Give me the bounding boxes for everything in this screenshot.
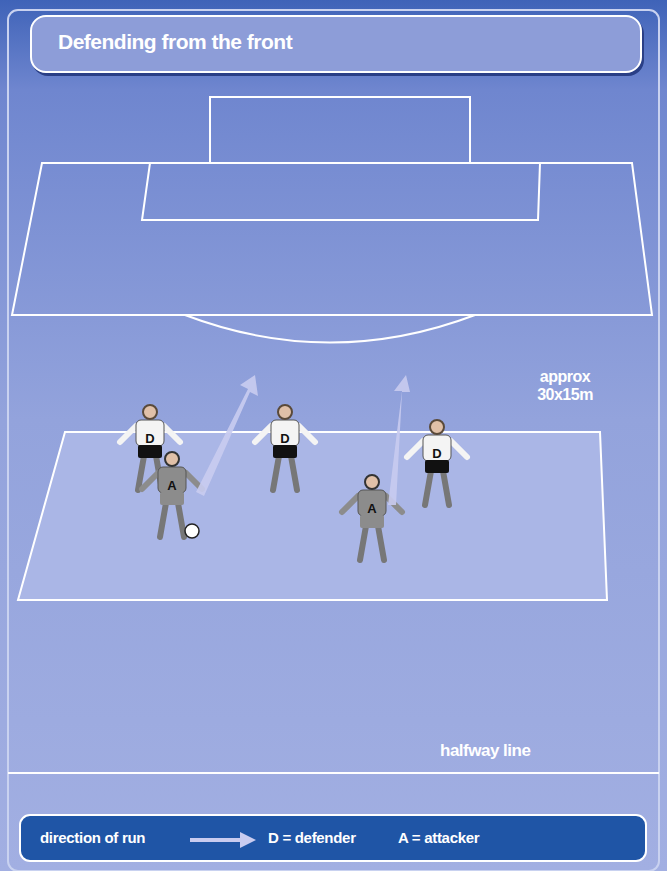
legend-item: A = attacker <box>398 829 479 847</box>
player-figure-part <box>160 492 184 505</box>
player-figure-part <box>358 490 386 516</box>
player-marker: A <box>160 473 184 497</box>
player-figure-part <box>271 420 299 446</box>
player-figure-part <box>425 471 449 505</box>
player-letter: D <box>145 431 154 446</box>
player-figure-part <box>278 405 292 419</box>
title-text: Defending from the front <box>58 30 292 54</box>
legend-item: direction of run <box>40 829 145 847</box>
legend-text: direction of run <box>40 829 145 846</box>
dimension-label: approx 30x15m <box>520 368 610 404</box>
player-letter: D <box>280 431 289 446</box>
player-figure-part <box>273 445 297 458</box>
legend-text: A = attacker <box>398 829 479 846</box>
player-letter: D <box>432 446 441 461</box>
player-figure-part <box>136 420 164 446</box>
player-letter: A <box>167 478 176 493</box>
dimension-text: approx 30x15m <box>530 368 600 403</box>
player-figure-part <box>138 445 162 458</box>
player-figure-part <box>185 524 199 538</box>
legend-text: D = defender <box>268 829 356 846</box>
player-figure-part <box>360 515 384 528</box>
player-marker: D <box>425 441 449 465</box>
player-figure-part <box>365 475 379 489</box>
player-figure-part <box>158 467 186 493</box>
player-figure-part <box>423 435 451 461</box>
player-letter: A <box>367 501 376 516</box>
player-figure-part <box>425 460 449 473</box>
line-name: halfway line <box>440 741 530 760</box>
player-marker: A <box>360 496 384 520</box>
player-marker: D <box>273 426 297 450</box>
player-figure-part <box>143 405 157 419</box>
player-figure-part <box>165 452 179 466</box>
title-band: Defending from the front <box>30 15 642 73</box>
line-label: halfway line <box>440 741 590 761</box>
player-figure-part <box>430 420 444 434</box>
player-figure-part <box>360 526 384 560</box>
player-figure-part <box>273 456 297 490</box>
player-figure-part <box>160 503 184 537</box>
player-marker: D <box>138 426 162 450</box>
legend-item: D = defender <box>268 829 356 847</box>
